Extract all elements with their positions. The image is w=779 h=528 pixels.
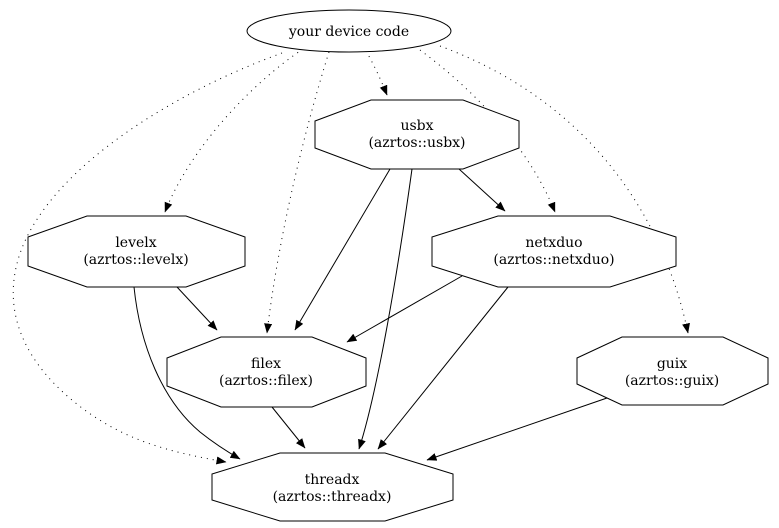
guix-label: guix [657, 356, 687, 372]
edge-netxduo-threadx [377, 286, 509, 450]
device-code-ellipse [246, 9, 452, 53]
guix-octagon [576, 336, 769, 406]
edge-levelx-threadx [133, 286, 241, 460]
threadx-octagon [211, 452, 454, 522]
edge-usbx-threadx [358, 168, 413, 450]
usbx-label: usbx [400, 118, 433, 134]
filex-label: filex [251, 356, 281, 372]
guix-sublabel: (azrtos::guix) [625, 373, 719, 389]
levelx-octagon [27, 215, 246, 288]
edge-usbx-netxduo [458, 168, 506, 212]
device-code-label: your device code [288, 24, 409, 40]
edge-usbx-filex [294, 168, 391, 331]
edge-levelx-filex [176, 286, 218, 331]
node-threadx: threadx (azrtos::threadx) [211, 452, 454, 522]
usbx-octagon [314, 99, 520, 170]
netxduo-label: netxduo [525, 235, 582, 251]
filex-octagon [166, 336, 367, 408]
node-guix: guix (azrtos::guix) [576, 336, 769, 406]
filex-sublabel: (azrtos::filex) [219, 373, 313, 389]
usbx-sublabel: (azrtos::usbx) [368, 135, 465, 151]
edge-devicecode-levelx [164, 48, 304, 213]
node-netxduo: netxduo (azrtos::netxduo) [431, 215, 677, 288]
node-device-code: your device code [246, 9, 452, 53]
netxduo-octagon [431, 215, 677, 288]
node-usbx: usbx (azrtos::usbx) [314, 99, 520, 170]
node-levelx: levelx (azrtos::levelx) [27, 215, 246, 288]
edge-filex-threadx [271, 406, 306, 449]
edge-netxduo-filex [346, 275, 463, 343]
edge-devicecode-usbx [365, 50, 388, 96]
edges [12, 45, 690, 465]
edge-devicecode-guix [439, 45, 690, 334]
edge-devicecode-filex [264, 51, 330, 334]
threadx-sublabel: (azrtos::threadx) [273, 489, 392, 505]
levelx-label: levelx [115, 235, 156, 251]
node-filex: filex (azrtos::filex) [166, 336, 367, 408]
netxduo-sublabel: (azrtos::netxduo) [493, 252, 614, 268]
threadx-label: threadx [305, 472, 360, 488]
levelx-sublabel: (azrtos::levelx) [83, 252, 188, 268]
edge-guix-threadx [426, 397, 608, 461]
